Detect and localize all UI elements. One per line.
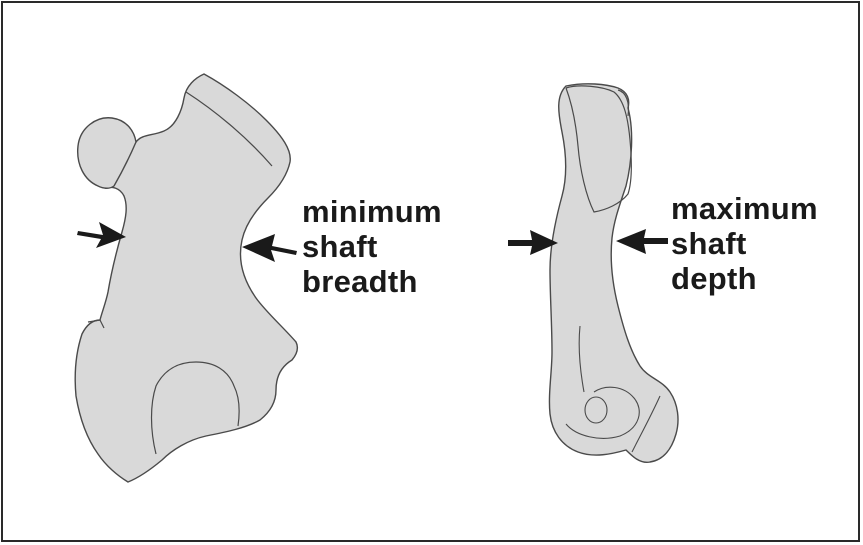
label-line: maximum	[671, 191, 818, 226]
left-bone-view	[75, 74, 297, 482]
label-line: breadth	[302, 264, 442, 299]
label-line: shaft	[302, 229, 442, 264]
right-bone-shaft	[549, 84, 678, 462]
min-shaft-breadth-label: minimum shaft breadth	[302, 194, 442, 299]
max-shaft-depth-label: maximum shaft depth	[671, 191, 818, 296]
right-bone-view	[549, 84, 678, 462]
label-line: shaft	[671, 226, 818, 261]
label-line: depth	[671, 261, 818, 296]
label-line: minimum	[302, 194, 442, 229]
arrow-left-min-breadth-medial	[242, 234, 297, 262]
arrow-right-max-depth-posterior	[616, 229, 668, 254]
